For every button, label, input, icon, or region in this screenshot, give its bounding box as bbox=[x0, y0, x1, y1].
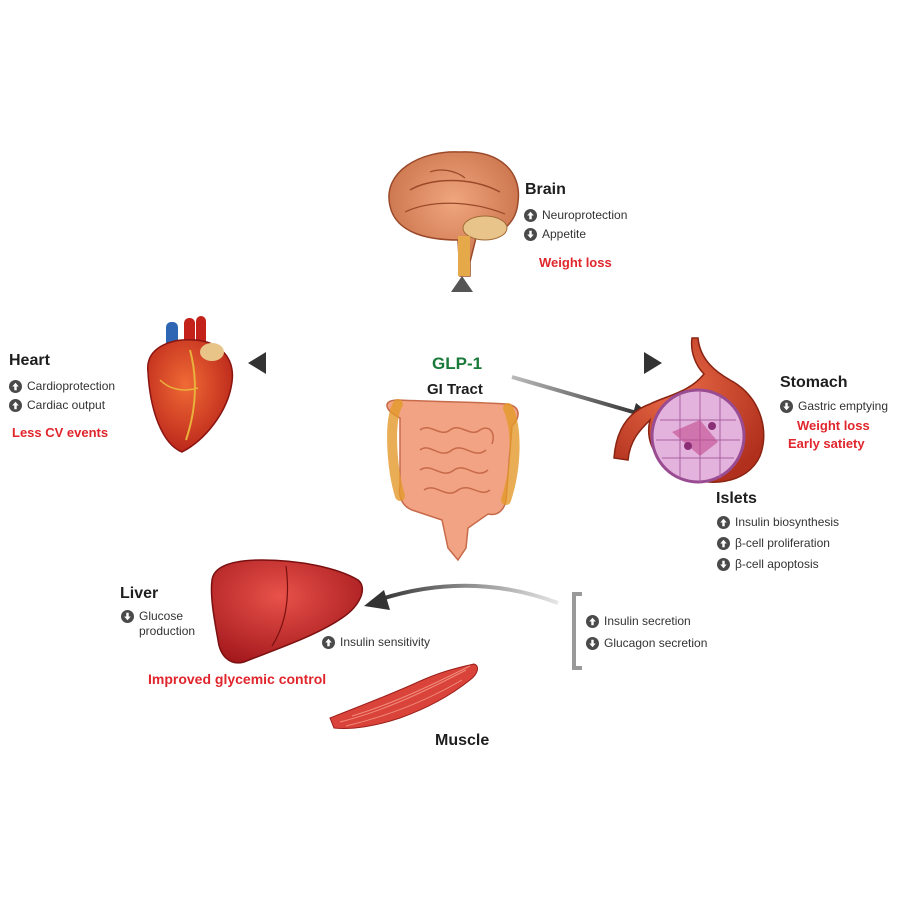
bracket bbox=[572, 592, 582, 670]
heart-effects: Cardioprotection Cardiac output bbox=[9, 379, 115, 417]
brain-effects: Neuroprotection Appetite bbox=[524, 208, 627, 246]
pancreas-effect-item: Insulin secretion bbox=[586, 614, 707, 628]
liver-effects: Glucose production bbox=[121, 609, 195, 643]
pancreas-effect-text: Glucagon secretion bbox=[604, 636, 708, 650]
brain-effect-text: Neuroprotection bbox=[542, 208, 628, 222]
arrow-down-circle-icon bbox=[717, 557, 730, 571]
arrow-up-circle-icon bbox=[717, 536, 730, 550]
muscle-illustration bbox=[329, 663, 478, 729]
brain-effect-item: Appetite bbox=[524, 227, 627, 241]
muscle-effects: Insulin sensitivity bbox=[322, 635, 430, 654]
arrow-to-brain bbox=[451, 276, 473, 340]
pancreas-effects: Insulin secretion Glucagon secretion bbox=[586, 614, 707, 655]
stomach-effects: Gastric emptying bbox=[780, 399, 888, 418]
liver-title: Liver bbox=[120, 585, 159, 602]
arrow-up-circle-icon bbox=[9, 398, 22, 412]
muscle-title: Muscle bbox=[435, 732, 490, 749]
liver-effect-item: Glucose bbox=[121, 609, 195, 623]
islets-effects: Insulin biosynthesis β-cell proliferatio… bbox=[717, 515, 839, 576]
gi-tract-illustration bbox=[386, 399, 520, 562]
islets-effect-text: Insulin biosynthesis bbox=[735, 515, 840, 529]
heart-title: Heart bbox=[9, 352, 50, 369]
islets-effect-item: β-cell apoptosis bbox=[717, 557, 839, 571]
stomach-outcome-2: Early satiety bbox=[788, 436, 865, 451]
pancreas-effect-item: Glucagon secretion bbox=[586, 636, 707, 650]
arrow-down-circle-icon bbox=[121, 609, 134, 623]
islets-effect-text: β-cell proliferation bbox=[735, 536, 830, 550]
heart-effect-item: Cardioprotection bbox=[9, 379, 115, 393]
islets-effect-item: Insulin biosynthesis bbox=[717, 515, 839, 529]
arrow-to-heart bbox=[248, 352, 420, 374]
stomach-outcome-1: Weight loss bbox=[797, 418, 870, 433]
heart-effect-text: Cardioprotection bbox=[27, 379, 116, 393]
pancreas-effect-text: Insulin secretion bbox=[604, 614, 691, 628]
islets-title: Islets bbox=[716, 490, 757, 507]
arrow-up-circle-icon bbox=[524, 208, 537, 222]
muscle-effect-item: Insulin sensitivity bbox=[322, 635, 430, 649]
brain-illustration bbox=[388, 151, 520, 277]
brain-outcome: Weight loss bbox=[539, 255, 612, 270]
liver-effect-item-line2: production bbox=[121, 624, 195, 638]
stomach-effect-item: Gastric emptying bbox=[780, 399, 888, 413]
brain-effect-item: Neuroprotection bbox=[524, 208, 627, 222]
arrow-to-stomach bbox=[512, 352, 662, 374]
gi-tract-label: GI Tract bbox=[427, 381, 483, 398]
liver-outcome: Improved glycemic control bbox=[148, 671, 327, 687]
brain-effect-text: Appetite bbox=[542, 227, 587, 241]
arrow-up-circle-icon bbox=[586, 614, 599, 628]
liver-effect-text-line2: production bbox=[139, 624, 196, 638]
arrow-down-circle-icon bbox=[586, 636, 599, 650]
islets-effect-item: β-cell proliferation bbox=[717, 536, 839, 550]
arrow-up-circle-icon bbox=[9, 379, 22, 393]
heart-effect-text: Cardiac output bbox=[27, 398, 106, 412]
stomach-title: Stomach bbox=[780, 374, 848, 391]
liver-illustration bbox=[210, 559, 363, 664]
arrow-up-circle-icon bbox=[322, 635, 335, 649]
muscle-effect-text: Insulin sensitivity bbox=[340, 635, 431, 649]
heart-effect-item: Cardiac output bbox=[9, 398, 115, 412]
arrow-down-circle-icon bbox=[524, 227, 537, 241]
arrow-up-circle-icon bbox=[717, 515, 730, 529]
heart-illustration bbox=[147, 316, 234, 453]
islets-effect-text: β-cell apoptosis bbox=[735, 557, 819, 571]
islets-illustration bbox=[650, 388, 746, 484]
glp1-label: GLP-1 bbox=[432, 354, 483, 373]
arrow-down-circle-icon bbox=[780, 399, 793, 413]
stomach-effect-text: Gastric emptying bbox=[798, 399, 889, 413]
arrow-to-liver bbox=[364, 583, 559, 610]
brain-title: Brain bbox=[525, 181, 566, 198]
liver-effect-text: Glucose bbox=[139, 609, 184, 623]
heart-outcome: Less CV events bbox=[12, 425, 109, 440]
